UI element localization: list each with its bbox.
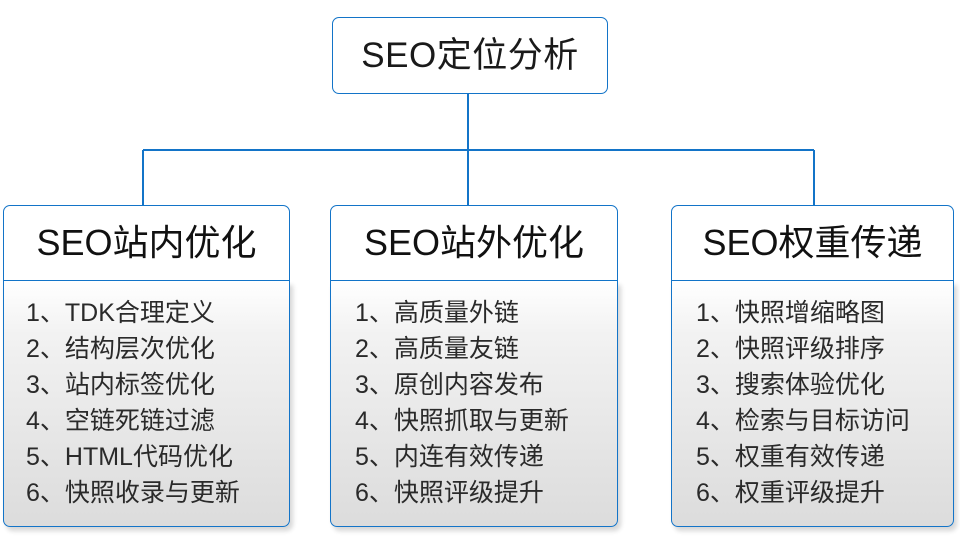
- list-item: 5、 内连有效传递: [355, 439, 617, 475]
- list-item-text: 结构层次优化: [64, 335, 215, 363]
- branch-column-1: SEO站内优化 1、 TDK合理定义 2、 结构层次优化 3、 站内标签优化 4…: [3, 205, 290, 527]
- list-item: 3、 站内标签优化: [26, 367, 289, 403]
- list-item-index: 4、: [696, 407, 735, 435]
- branch-column-2: SEO站外优化 1、 高质量外链 2、 高质量友链 3、 原创内容发布 4、 快: [330, 205, 618, 527]
- list-item: 2、 高质量友链: [355, 331, 617, 367]
- list-item: 3、 搜索体验优化: [696, 367, 953, 403]
- list-item: 1、 TDK合理定义: [26, 295, 289, 331]
- list-item: 5、 HTML代码优化: [26, 439, 289, 475]
- list-item-index: 3、: [26, 371, 65, 399]
- branch-header-label-2: SEO站外优化: [363, 222, 585, 263]
- list-item-index: 2、: [26, 335, 65, 363]
- list-item-index: 4、: [355, 407, 394, 435]
- list-item: 2、 快照评级排序: [696, 331, 953, 367]
- list-item-index: 5、: [696, 443, 735, 471]
- list-item: 5、 权重有效传递: [696, 439, 953, 475]
- branch-header-label-1: SEO站内优化: [36, 222, 257, 263]
- list-item-text: 权重有效传递: [734, 443, 885, 471]
- list-item-text: 快照收录与更新: [64, 479, 240, 507]
- list-item-text: 检索与目标访问: [734, 407, 910, 435]
- list-item-text: 站内标签优化: [64, 371, 215, 399]
- root-node[interactable]: SEO定位分析: [332, 17, 608, 94]
- list-item-index: 2、: [696, 335, 735, 363]
- list-item-text: 内连有效传递: [393, 443, 544, 471]
- list-item-index: 6、: [355, 479, 394, 507]
- list-item: 4、 快照抓取与更新: [355, 403, 617, 439]
- list-item-index: 1、: [26, 299, 65, 327]
- branch-header-1[interactable]: SEO站内优化: [3, 205, 290, 281]
- list-item-index: 6、: [26, 479, 65, 507]
- branch-item-list-2: 1、 高质量外链 2、 高质量友链 3、 原创内容发布 4、 快照抓取与更新 5…: [331, 295, 617, 511]
- list-item-text: 快照抓取与更新: [393, 407, 569, 435]
- branch-header-label-3: SEO权重传递: [702, 222, 923, 263]
- branch-list-panel-3: 1、 快照增缩略图 2、 快照评级排序 3、 搜索体验优化 4、 检索与目标访问…: [671, 281, 954, 527]
- branch-header-2[interactable]: SEO站外优化: [330, 205, 618, 281]
- list-item-text: 快照评级排序: [734, 335, 885, 363]
- branch-list-panel-1: 1、 TDK合理定义 2、 结构层次优化 3、 站内标签优化 4、 空链死链过滤…: [3, 281, 290, 527]
- list-item-text: 快照增缩略图: [734, 299, 885, 327]
- branch-item-list-3: 1、 快照增缩略图 2、 快照评级排序 3、 搜索体验优化 4、 检索与目标访问…: [672, 295, 953, 511]
- list-item-index: 5、: [26, 443, 65, 471]
- branch-item-list-1: 1、 TDK合理定义 2、 结构层次优化 3、 站内标签优化 4、 空链死链过滤…: [4, 295, 289, 511]
- list-item: 3、 原创内容发布: [355, 367, 617, 403]
- branch-header-3[interactable]: SEO权重传递: [671, 205, 954, 281]
- list-item-index: 2、: [355, 335, 394, 363]
- list-item-index: 3、: [696, 371, 735, 399]
- list-item: 1、 高质量外链: [355, 295, 617, 331]
- list-item-text: 搜索体验优化: [734, 371, 885, 399]
- list-item-text: 高质量外链: [393, 299, 519, 327]
- list-item: 6、 快照评级提升: [355, 475, 617, 511]
- list-item-index: 1、: [696, 299, 735, 327]
- list-item: 4、 检索与目标访问: [696, 403, 953, 439]
- list-item-index: 4、: [26, 407, 65, 435]
- list-item: 4、 空链死链过滤: [26, 403, 289, 439]
- list-item-index: 5、: [355, 443, 394, 471]
- list-item-text: 权重评级提升: [734, 479, 885, 507]
- list-item-index: 1、: [355, 299, 394, 327]
- branch-list-panel-2: 1、 高质量外链 2、 高质量友链 3、 原创内容发布 4、 快照抓取与更新 5…: [330, 281, 618, 527]
- list-item: 1、 快照增缩略图: [696, 295, 953, 331]
- list-item: 2、 结构层次优化: [26, 331, 289, 367]
- branch-column-3: SEO权重传递 1、 快照增缩略图 2、 快照评级排序 3、 搜索体验优化 4、: [671, 205, 954, 527]
- list-item-text: TDK合理定义: [64, 299, 215, 327]
- list-item-index: 6、: [696, 479, 735, 507]
- list-item: 6、 快照收录与更新: [26, 475, 289, 511]
- list-item-text: HTML代码优化: [64, 443, 233, 471]
- list-item: 6、 权重评级提升: [696, 475, 953, 511]
- list-item-index: 3、: [355, 371, 394, 399]
- list-item-text: 快照评级提升: [393, 479, 544, 507]
- list-item-text: 空链死链过滤: [64, 407, 215, 435]
- list-item-text: 原创内容发布: [393, 371, 544, 399]
- list-item-text: 高质量友链: [393, 335, 519, 363]
- root-node-label: SEO定位分析: [361, 36, 579, 75]
